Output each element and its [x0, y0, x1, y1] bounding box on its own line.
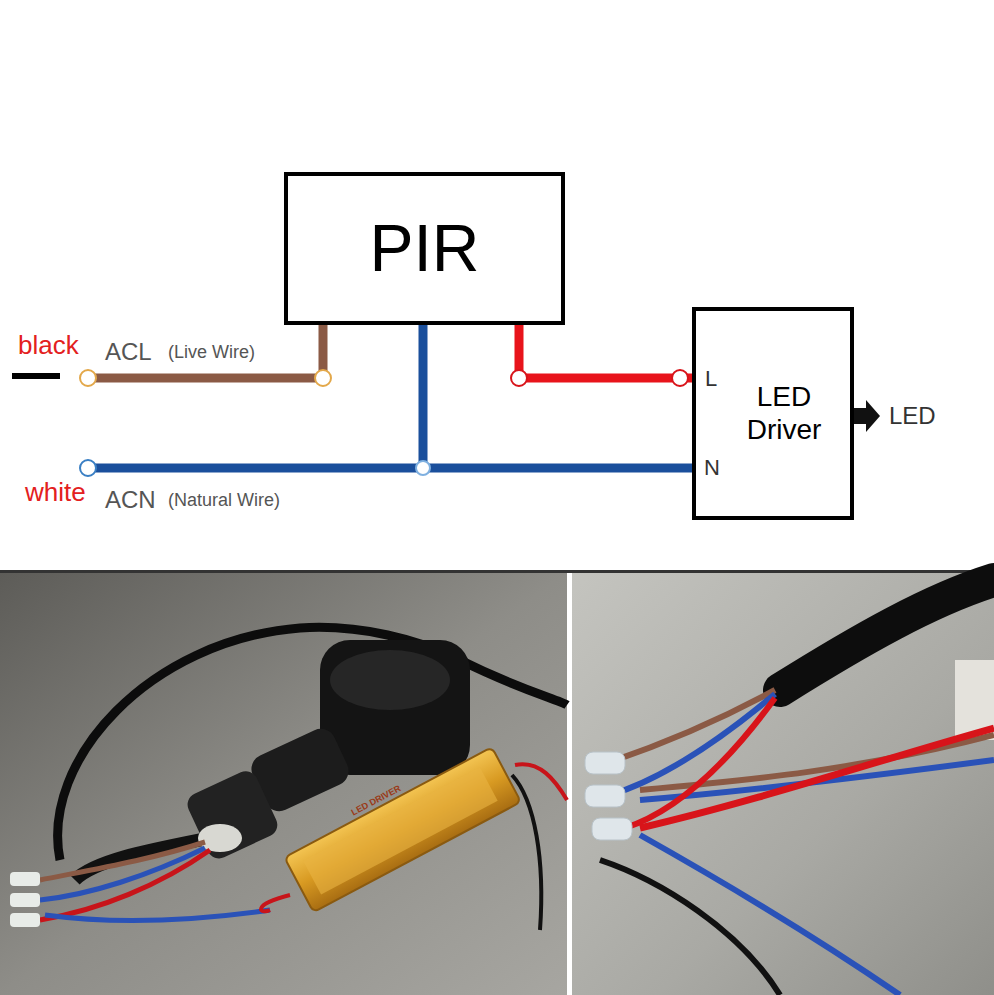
red-wire [640, 728, 994, 828]
terminal [315, 370, 331, 386]
divider [567, 573, 572, 995]
output-label: LED [889, 402, 936, 430]
junction [416, 461, 430, 475]
connector [10, 872, 40, 886]
terminal [80, 460, 96, 476]
pin-name: N [704, 455, 720, 480]
wire-connector [519, 325, 692, 378]
terminal [672, 370, 688, 386]
connector [10, 893, 40, 907]
red-wire [261, 895, 290, 911]
pin-name: L [705, 366, 717, 391]
connector [585, 752, 625, 774]
led-driver-photo [284, 747, 521, 912]
blue-wire [40, 848, 205, 900]
terminal-name: ACL [105, 338, 152, 366]
terminal [80, 370, 96, 386]
divider [0, 570, 994, 573]
terminal-name: ACN [105, 486, 156, 514]
driver-box: LED Driver [692, 307, 854, 520]
red-wire [40, 850, 210, 920]
black-wire-sample [12, 373, 60, 379]
black-cable [58, 627, 567, 860]
connector [585, 785, 625, 807]
blue-wire [45, 910, 270, 920]
pir-box: PIR [284, 172, 565, 325]
terminal [511, 370, 527, 386]
wire-color: black [18, 331, 79, 361]
live-wire [88, 325, 323, 378]
black-wire [600, 860, 780, 995]
connector [592, 818, 632, 840]
node-label: LED Driver [728, 381, 840, 445]
node-label: PIR [369, 211, 479, 287]
connector [10, 913, 40, 927]
black-wire [512, 775, 541, 930]
red-wire [625, 698, 775, 828]
blue-wire [640, 835, 900, 995]
wire-note: (Natural Wire) [168, 490, 280, 511]
pir-lens [330, 650, 450, 710]
wire-note: (Live Wire) [168, 342, 255, 363]
pir-mount [184, 767, 282, 862]
wire-color: white [25, 478, 86, 508]
wire-connector [423, 325, 692, 468]
photo-background [0, 573, 567, 995]
photo-background [572, 573, 994, 995]
neutral-wire [88, 464, 423, 473]
